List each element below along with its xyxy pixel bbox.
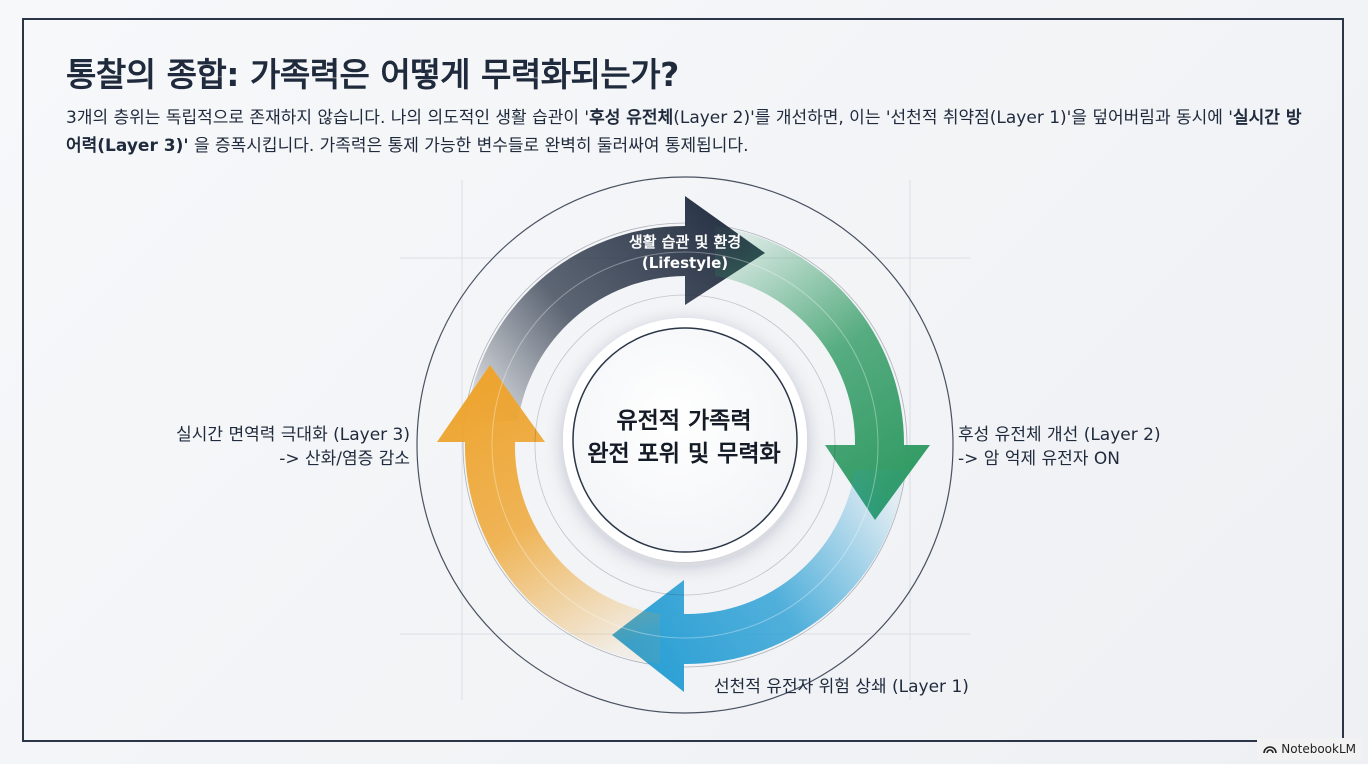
center-disc: [572, 327, 798, 553]
immunity-label-line1: 실시간 면역력 극대화 (Layer 3): [176, 425, 410, 445]
epigenome-label: 후성 유전체 개선 (Layer 2) -> 암 억제 유전자 ON: [958, 423, 1161, 471]
lifestyle-arrow-label: 생활 습관 및 환경 (Lifestyle): [600, 232, 770, 274]
slide-frame: [22, 18, 1344, 742]
desc-bold-epigenome: 후성 유전체: [589, 108, 674, 128]
arrow-epigenome: [715, 226, 930, 520]
arc-guide-2: [534, 294, 836, 596]
slide-title: 통찰의 종합: 가족력은 어떻게 무력화되는가?: [66, 55, 679, 94]
center-label-line1: 유전적 가족력: [616, 408, 752, 434]
epigenome-label-line2: -> 암 억제 유전자 ON: [958, 449, 1120, 469]
desc-part-3: 을 증폭시킵니다. 가족력은 통제 가능한 변수들로 완벽히 둘러싸여 통제됩니…: [188, 136, 749, 156]
badge-label: NotebookLM: [1281, 742, 1356, 756]
epigenome-label-line1: 후성 유전체 개선 (Layer 2): [958, 425, 1161, 445]
arrow-immunity: [437, 365, 660, 664]
outer-ring: [416, 176, 954, 714]
arrow-lifestyle: [466, 196, 765, 421]
desc-part-1: 3개의 층위는 독립적으로 존재하지 않습니다. 나의 의도적인 생활 습관이 …: [66, 108, 590, 128]
notebooklm-logo-icon: [1263, 746, 1278, 754]
center-label: 유전적 가족력 완전 포위 및 무력화: [560, 405, 808, 471]
immunity-label-line2: -> 산화/염증 감소: [279, 449, 410, 469]
genetic-label: 선천적 유전자 위험 상쇄 (Layer 1): [714, 677, 969, 697]
arc-guide-1: [491, 251, 879, 639]
center-label-line2: 완전 포위 및 무력화: [587, 441, 781, 467]
lifestyle-label-line2: (Lifestyle): [641, 254, 729, 272]
slide-description: 3개의 층위는 독립적으로 존재하지 않습니다. 나의 의도적인 생활 습관이 …: [66, 104, 1316, 160]
immunity-label: 실시간 면역력 극대화 (Layer 3) -> 산화/염증 감소: [176, 423, 410, 471]
notebooklm-badge: NotebookLM: [1257, 738, 1362, 760]
desc-part-2: (Layer 2)'를 개선하면, 이는 '선천적 취약점(Layer 1)'을…: [673, 108, 1233, 128]
lifestyle-label-line1: 생활 습관 및 환경: [628, 233, 742, 251]
desc-bold-immunity: 실시간 방어력(Layer 3)': [66, 108, 1302, 156]
arrow-genetic: [612, 470, 905, 692]
